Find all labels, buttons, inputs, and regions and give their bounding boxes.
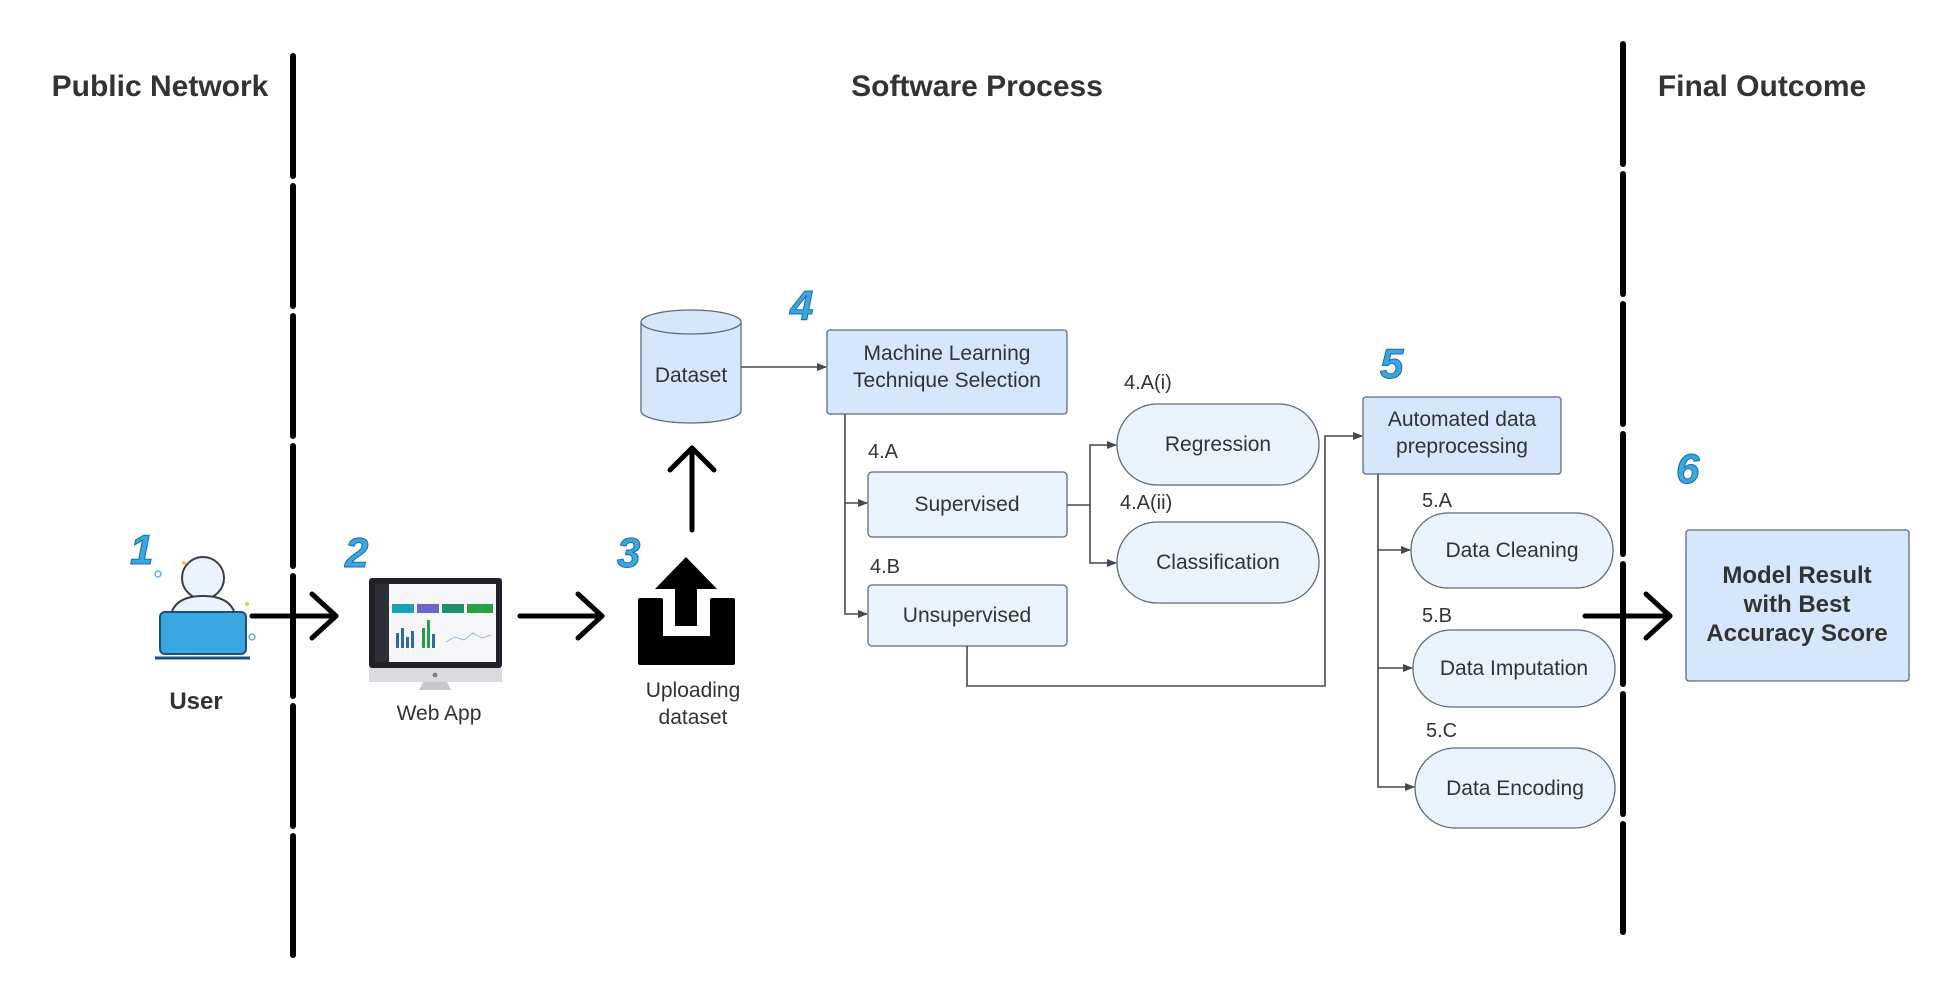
connector-to-data-cleaning (1377, 474, 1411, 554)
tag-5c: 5.C (1426, 720, 1457, 742)
connector-supervised-to-regression (1067, 441, 1117, 506)
connector-supervised-to-classification (1089, 505, 1117, 567)
ml-technique-selection-box (826, 329, 1068, 415)
tag-5a: 5.A (1422, 490, 1453, 512)
regression-node (1116, 403, 1320, 486)
result-line1: Model Result (1722, 562, 1871, 589)
regression-label: Regression (1165, 433, 1271, 456)
classification-label: Classification (1156, 551, 1280, 574)
uploading-label-line2: dataset (659, 706, 728, 729)
connector-ml-to-supervised (844, 414, 868, 507)
connector-unsupervised-to-preprocessing (966, 432, 1363, 687)
user-laptop-icon (154, 556, 256, 660)
auto-prep-line2: preprocessing (1396, 435, 1528, 458)
desktop-monitor-icon (369, 578, 502, 690)
connector-to-data-imputation (1377, 550, 1413, 672)
arrow-upload-to-dataset (667, 445, 717, 533)
web-app-label: Web App (397, 702, 482, 725)
result-line2: with Best (1743, 591, 1851, 618)
uploading-label-line1: Uploading (646, 679, 741, 702)
tag-4aii: 4.A(ii) (1120, 492, 1172, 514)
step-number-3: 3 (617, 529, 640, 576)
arrow-user-to-webapp (249, 591, 339, 641)
tag-5b: 5.B (1422, 605, 1452, 627)
data-imputation-node (1412, 629, 1616, 708)
tag-4b: 4.B (870, 556, 900, 578)
supervised-label: Supervised (914, 493, 1019, 516)
step-number-4: 4 (789, 282, 813, 329)
classification-node (1116, 521, 1320, 604)
ml-selection-line2: Technique Selection (853, 369, 1041, 392)
model-result-box (1685, 529, 1910, 682)
heading-final-outcome: Final Outcome (1658, 70, 1866, 103)
user-label: User (169, 688, 222, 715)
arrow-to-final-outcome (1582, 591, 1673, 641)
data-encoding-node (1414, 747, 1616, 829)
connector-to-data-encoding (1377, 668, 1415, 791)
heading-public-network: Public Network (52, 70, 269, 103)
arrow-webapp-to-upload (517, 591, 605, 641)
step-number-6: 6 (1676, 445, 1700, 492)
step-number-5: 5 (1380, 340, 1404, 387)
unsupervised-label: Unsupervised (903, 604, 1031, 627)
automated-preprocessing-box (1362, 396, 1562, 475)
step-number-1: 1 (130, 526, 153, 573)
tag-4a: 4.A (868, 441, 899, 463)
database-cylinder-icon (640, 309, 742, 424)
heading-software-process: Software Process (851, 70, 1103, 103)
ml-selection-line1: Machine Learning (864, 342, 1031, 365)
data-cleaning-label: Data Cleaning (1445, 539, 1578, 562)
result-line3: Accuracy Score (1706, 620, 1887, 647)
tag-4ai: 4.A(i) (1124, 372, 1172, 394)
data-imputation-label: Data Imputation (1440, 657, 1588, 680)
data-encoding-label: Data Encoding (1446, 777, 1584, 800)
auto-prep-line1: Automated data (1388, 408, 1537, 431)
dataset-label: Dataset (655, 364, 728, 387)
step-number-2: 2 (344, 529, 368, 576)
connector-ml-to-unsupervised (844, 503, 868, 618)
upload-tray-icon (638, 557, 735, 665)
data-cleaning-node (1410, 512, 1614, 589)
